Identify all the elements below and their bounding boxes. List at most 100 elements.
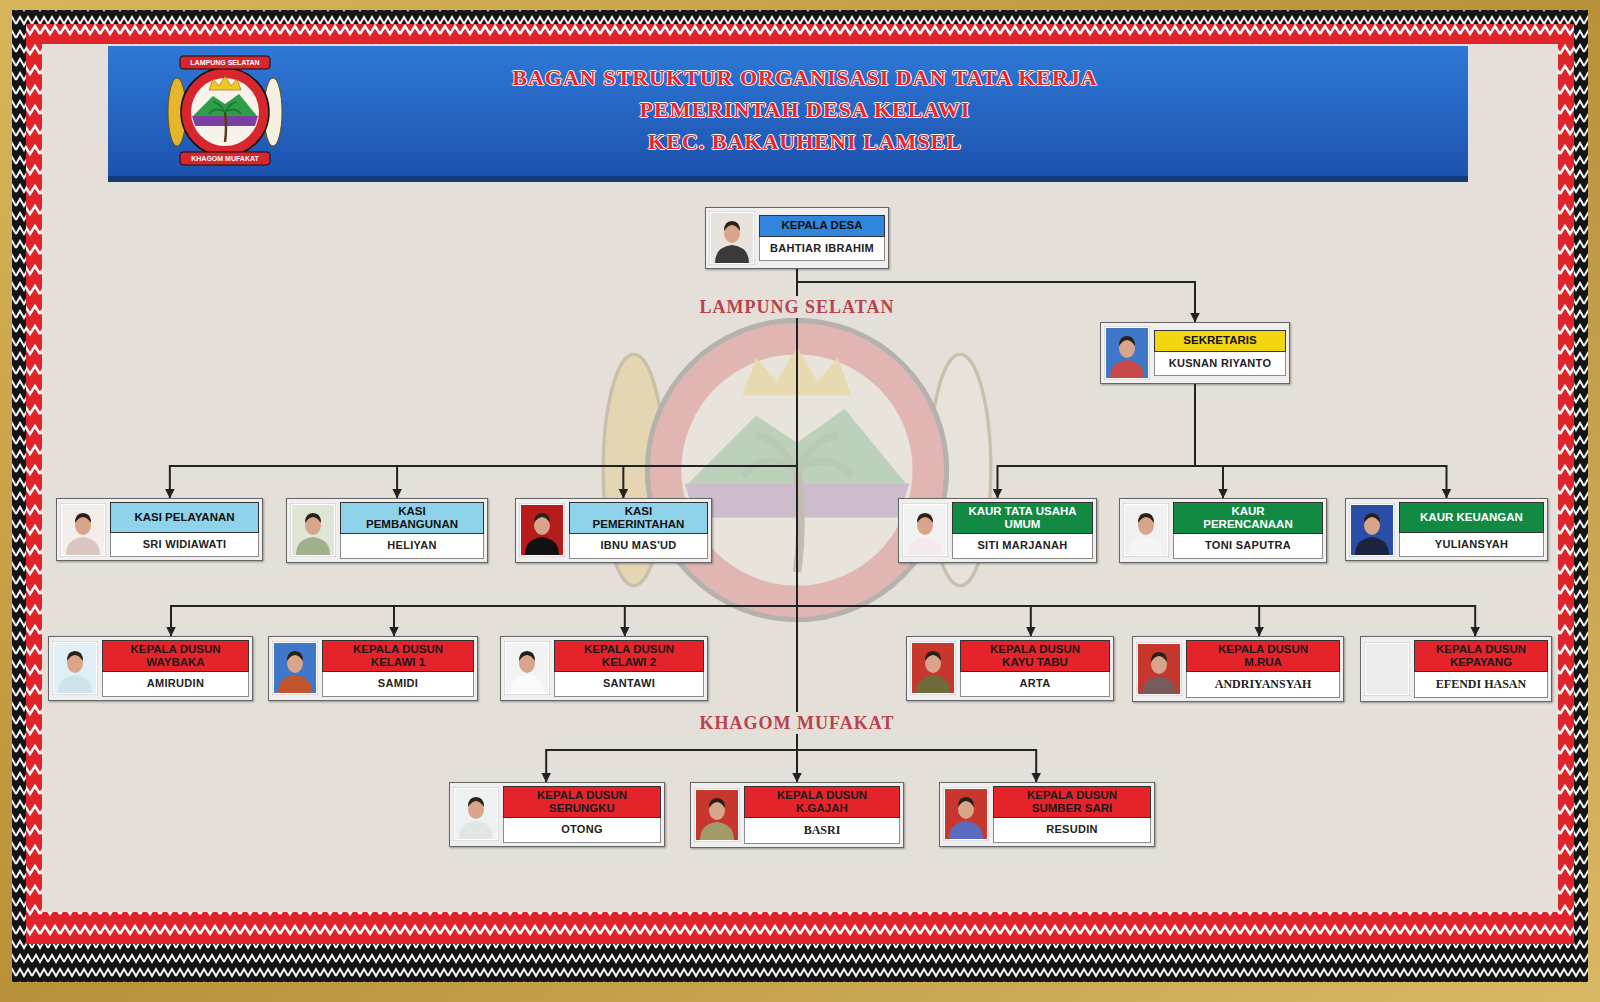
photo-frame bbox=[943, 787, 989, 841]
person-name: KUSNAN RIYANTO bbox=[1169, 357, 1272, 370]
org-box: KAUR TATA USAHA UMUMSITI MARJANAH bbox=[898, 498, 1097, 563]
photo-ground bbox=[1106, 328, 1148, 378]
org-box: KAUR KEUANGAN YULIANSYAH bbox=[1345, 498, 1548, 561]
portrait-photo bbox=[504, 641, 550, 695]
emblem-ring bbox=[181, 68, 269, 156]
role-title: KEPALA DESA bbox=[781, 219, 862, 232]
portrait-photo bbox=[60, 503, 106, 557]
role-title: KASI PEMERINTAHAN bbox=[583, 505, 695, 531]
title-line: KEC. BAKAUHENI LAMSEL bbox=[648, 128, 962, 156]
photo-hair bbox=[917, 513, 933, 523]
org-box: KASI PELAYANANSRI WIDIAWATI bbox=[56, 498, 263, 561]
photo-frame bbox=[519, 503, 565, 557]
photo-ground bbox=[945, 789, 987, 839]
name-plate: AMIRUDIN bbox=[102, 672, 249, 696]
emblem-palm-trunk bbox=[225, 112, 226, 142]
portrait-photo bbox=[694, 788, 740, 842]
panel bbox=[42, 44, 1558, 912]
photo-body bbox=[278, 675, 312, 693]
name-plate: SAMIDI bbox=[322, 672, 474, 696]
connector-arrow bbox=[394, 269, 797, 636]
photo-body bbox=[1129, 537, 1163, 555]
text-column: KEPALA DESABAHTIAR IBRAHIM bbox=[759, 215, 885, 261]
photo-hair bbox=[724, 221, 740, 231]
photo-ground bbox=[711, 213, 753, 263]
connector-arrow bbox=[797, 269, 1475, 636]
photo-hair bbox=[1151, 652, 1167, 662]
photo-frame bbox=[272, 641, 318, 695]
role-title: KASI PEMBANGUNAN bbox=[356, 505, 468, 531]
role-title: KEPALA DUSUN KAYU TABU bbox=[979, 643, 1091, 669]
name-plate: SANTAWI bbox=[554, 672, 704, 696]
portrait-photo bbox=[1104, 326, 1150, 380]
photo-frame bbox=[709, 211, 755, 265]
photo-hair bbox=[519, 651, 535, 661]
org-box: SEKRETARISKUSNAN RIYANTO bbox=[1100, 322, 1290, 384]
logo-ribbon bbox=[180, 56, 270, 69]
photo-frame bbox=[1364, 642, 1410, 696]
org-box: KASI PEMERINTAHANIBNU MAS'UD bbox=[515, 498, 712, 563]
photo-hair bbox=[1138, 513, 1154, 523]
photo-body bbox=[1142, 676, 1176, 694]
person-name: YULIANSYAH bbox=[1435, 538, 1509, 551]
watermark-text: LAMPUNG SELATAN bbox=[695, 296, 900, 318]
photo-frame bbox=[453, 787, 499, 841]
photo-ground bbox=[455, 789, 497, 839]
chart-title: BAGAN STRUKTUR ORGANISASI DAN TATA KERJA bbox=[512, 64, 1097, 92]
text-column: KEPALA DUSUN M.RUAANDRIYANSYAH bbox=[1186, 640, 1340, 698]
photo-hair bbox=[1364, 513, 1380, 523]
role-band: KEPALA DUSUN WAYBAKA bbox=[102, 640, 249, 672]
connector-arrow bbox=[998, 384, 1196, 498]
person-name: ANDRIYANSYAH bbox=[1215, 677, 1311, 691]
text-column: KEPALA DUSUN WAYBAKA AMIRUDIN bbox=[102, 640, 249, 697]
org-box: KEPALA DUSUN KELAWI 2SANTAWI bbox=[500, 636, 708, 701]
portrait-photo bbox=[1136, 642, 1182, 696]
name-plate: HELIYAN bbox=[340, 534, 484, 558]
name-plate: KUSNAN RIYANTO bbox=[1154, 352, 1286, 376]
org-box: KEPALA DUSUN M.RUAANDRIYANSYAH bbox=[1132, 636, 1344, 702]
name-plate: ARTA bbox=[960, 672, 1110, 696]
photo-hair bbox=[1119, 336, 1135, 346]
person-name: TONI SAPUTRA bbox=[1205, 539, 1291, 552]
role-band: KEPALA DUSUN SUMBER SARI bbox=[993, 786, 1151, 818]
photo-body bbox=[916, 675, 950, 693]
role-band: KAUR KEUANGAN bbox=[1399, 502, 1544, 533]
connector-arrow bbox=[625, 269, 797, 636]
photo-frame bbox=[1136, 642, 1182, 696]
portrait-photo bbox=[1364, 642, 1410, 696]
emblem-crown bbox=[209, 76, 241, 90]
role-title: KAUR TATA USAHA UMUM bbox=[967, 505, 1079, 531]
connector-arrow bbox=[1195, 384, 1223, 498]
portrait-photo bbox=[902, 503, 948, 557]
photo-frame bbox=[290, 503, 336, 557]
person-name: AMIRUDIN bbox=[147, 677, 204, 690]
photo-frame bbox=[694, 788, 740, 842]
photo-ground bbox=[904, 505, 946, 555]
role-band: KEPALA DUSUN K.GAJAH bbox=[744, 786, 900, 818]
connector-arrow bbox=[171, 269, 797, 636]
name-plate: BASRI bbox=[744, 818, 900, 843]
org-box: KEPALA DUSUN KELAWI 1SAMIDI bbox=[268, 636, 478, 701]
logo bbox=[168, 56, 282, 165]
text-column: KASI PEMERINTAHANIBNU MAS'UD bbox=[569, 502, 708, 559]
text-column: KAUR KEUANGAN YULIANSYAH bbox=[1399, 502, 1544, 557]
photo-ground bbox=[1351, 505, 1393, 555]
org-box: KEPALA DUSUN KAYU TABU ARTA bbox=[906, 636, 1114, 701]
photo-hair bbox=[67, 651, 83, 661]
role-band: KEPALA DUSUN KEPAYANG bbox=[1414, 640, 1548, 672]
person-name: RESUDIN bbox=[1046, 823, 1098, 836]
photo-hair bbox=[709, 798, 725, 808]
name-plate: YULIANSYAH bbox=[1399, 533, 1544, 557]
black-white-border bbox=[12, 10, 1588, 982]
role-title: KEPALA DUSUN KEPAYANG bbox=[1425, 643, 1537, 669]
org-box: KEPALA DUSUN WAYBAKA AMIRUDIN bbox=[48, 636, 253, 701]
text-column: KASI PEMBANGUNAN HELIYAN bbox=[340, 502, 484, 559]
portrait-photo bbox=[453, 787, 499, 841]
name-plate: ANDRIYANSYAH bbox=[1186, 672, 1340, 697]
photo-frame bbox=[1123, 503, 1169, 557]
portrait-photo bbox=[519, 503, 565, 557]
photo-hair bbox=[75, 513, 91, 523]
portrait-photo bbox=[910, 641, 956, 695]
photo-ground bbox=[1366, 644, 1408, 694]
